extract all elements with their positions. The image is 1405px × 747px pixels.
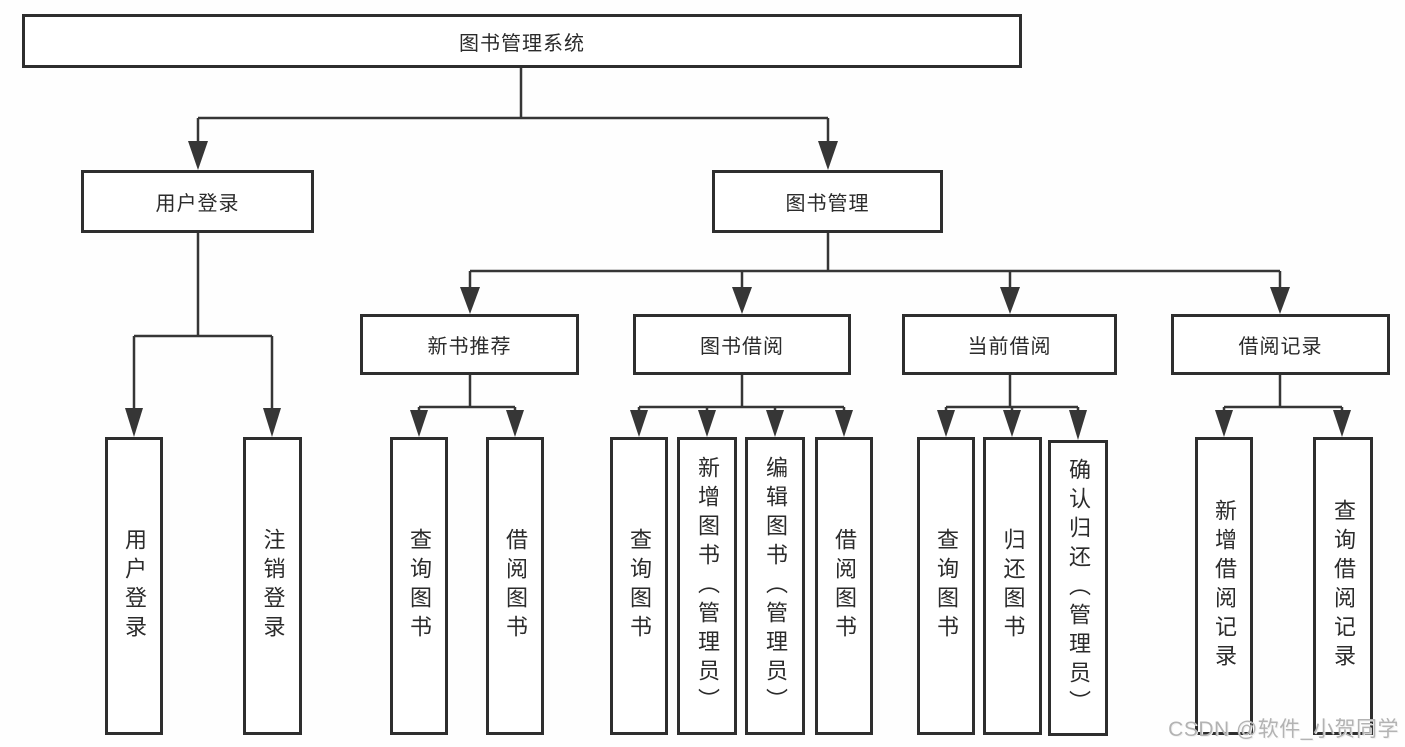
leaf-user-login: 用户登录 [105, 437, 163, 735]
node-borrow-records: 借阅记录 [1171, 314, 1390, 375]
edge-currentborrow-to-leaves [944, 375, 1080, 414]
arrowhead-icon [766, 410, 784, 437]
leaf-borrow-books-rec: 借阅图书 [486, 437, 544, 735]
edge-bookmgmt-to-level3 [468, 233, 1282, 290]
arrowhead-icon [835, 410, 853, 437]
leaf-edit-books-admin-label: 编辑图书（管理员） [763, 455, 788, 717]
arrowhead-icon [1215, 410, 1233, 437]
leaf-borrow-books-borrow: 借阅图书 [815, 437, 873, 735]
arrowhead-icon [506, 410, 524, 437]
leaf-query-books-borrow-label: 查询图书 [627, 528, 652, 644]
leaf-query-borrow-record-label: 查询借阅记录 [1331, 499, 1356, 673]
arrowhead-icon [732, 287, 752, 314]
leaf-edit-books-admin: 编辑图书（管理员） [745, 437, 805, 735]
node-borrow-records-label: 借阅记录 [1238, 336, 1323, 358]
leaf-query-books-current: 查询图书 [917, 437, 975, 735]
leaf-logout-label: 注销登录 [260, 528, 286, 644]
leaf-add-books-admin: 新增图书（管理员） [677, 437, 737, 735]
arrowhead-icon [125, 408, 143, 437]
arrowhead-icon [1069, 410, 1087, 440]
arrowhead-icon [937, 410, 955, 437]
arrowhead-icon [263, 408, 281, 437]
arrowhead-icon [460, 287, 480, 314]
node-root-label: 图书管理系统 [459, 32, 585, 55]
node-current-borrow: 当前借阅 [902, 314, 1117, 375]
arrowhead-icon [410, 410, 428, 437]
node-user-login-label: 用户登录 [155, 193, 240, 215]
node-new-book-rec-label: 新书推荐 [427, 336, 512, 358]
arrowhead-icon [1000, 287, 1020, 314]
leaf-add-borrow-record: 新增借阅记录 [1195, 437, 1253, 735]
node-book-borrow: 图书借阅 [633, 314, 851, 375]
csdn-watermark: CSDN @软件_小贺同学 [1168, 718, 1399, 741]
node-root: 图书管理系统 [22, 14, 1022, 68]
leaf-user-login-label: 用户登录 [122, 528, 147, 644]
arrowhead-icon [188, 141, 208, 170]
arrowhead-icon [1003, 410, 1021, 437]
node-new-book-rec: 新书推荐 [360, 314, 579, 375]
node-current-borrow-label: 当前借阅 [967, 336, 1052, 358]
leaf-query-books-borrow: 查询图书 [610, 437, 668, 735]
arrowhead-icon [1270, 287, 1290, 314]
leaf-query-borrow-record: 查询借阅记录 [1313, 437, 1373, 735]
edge-newbookrec-to-leaves [417, 375, 517, 414]
leaf-query-books-current-label: 查询图书 [934, 528, 959, 644]
node-book-mgmt-label: 图书管理 [785, 193, 870, 215]
arrowhead-icon [1333, 410, 1351, 437]
leaf-borrow-books-borrow-label: 借阅图书 [832, 528, 857, 644]
edge-borrowrecords-to-leaves [1222, 375, 1344, 414]
leaf-add-books-admin-label: 新增图书（管理员） [695, 455, 720, 717]
leaf-return-books-label: 归还图书 [1000, 528, 1026, 644]
leaf-add-borrow-record-label: 新增借阅记录 [1212, 499, 1237, 673]
node-book-borrow-label: 图书借阅 [700, 336, 784, 358]
edge-userlogin-to-leaves [132, 233, 274, 412]
leaf-borrow-books-rec-label: 借阅图书 [503, 528, 528, 644]
leaf-confirm-return-admin-label: 确认归还（管理员） [1066, 457, 1091, 719]
leaf-return-books: 归还图书 [983, 437, 1042, 735]
leaf-query-books-rec-label: 查询图书 [407, 528, 432, 644]
node-book-mgmt: 图书管理 [712, 170, 943, 233]
edge-bookborrow-to-leaves [637, 375, 846, 414]
arrowhead-icon [818, 141, 838, 170]
edge-root-to-level2 [196, 68, 830, 146]
leaf-confirm-return-admin: 确认归还（管理员） [1048, 440, 1108, 736]
arrowhead-icon [698, 410, 716, 437]
leaf-query-books-rec: 查询图书 [390, 437, 448, 735]
arrowhead-icon [630, 410, 648, 437]
node-user-login: 用户登录 [81, 170, 314, 233]
arrowheads [125, 141, 1351, 440]
leaf-logout: 注销登录 [243, 437, 302, 735]
